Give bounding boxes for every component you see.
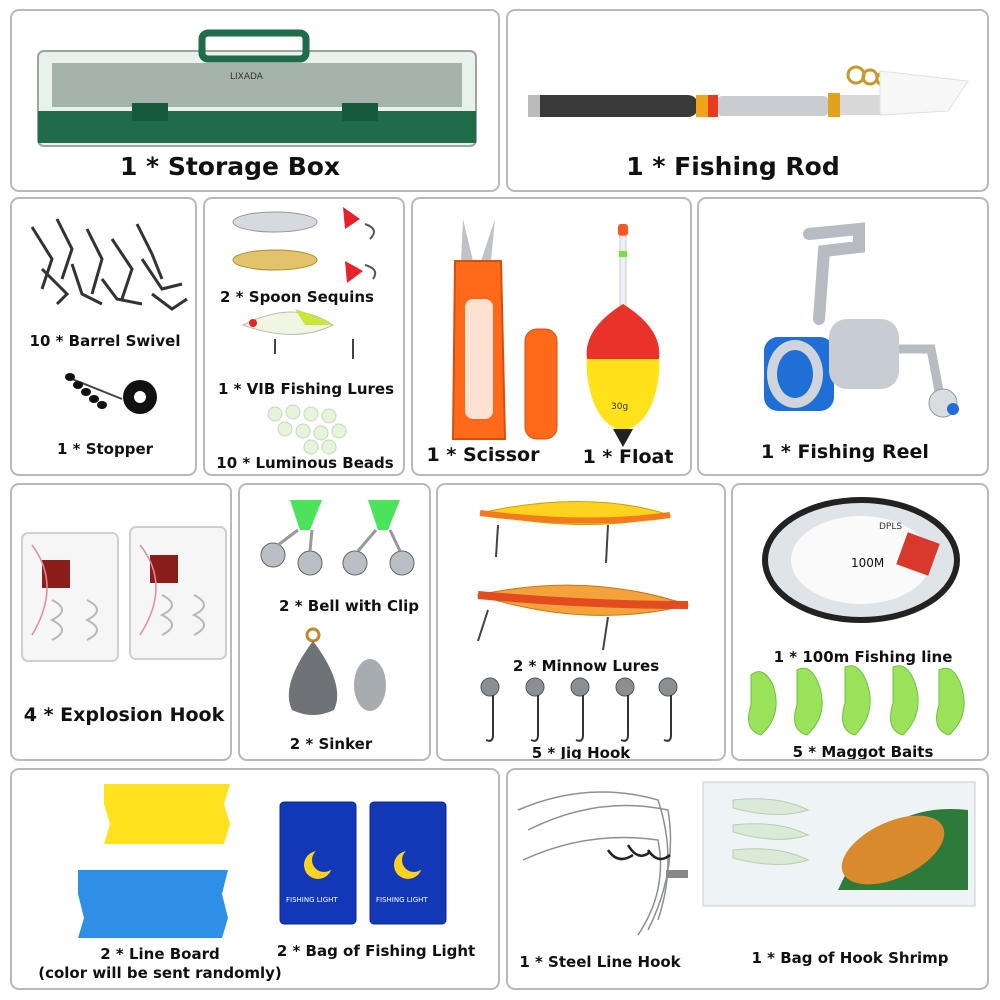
scissor-image (451, 219, 558, 440)
barrel-swivel-image (30, 218, 188, 311)
line-board-note: (color will be sent randomly) (38, 964, 282, 982)
steel-shrimp-panel: 1 * Steel Line Hook 1 * Bag of Hook Shri… (506, 768, 989, 990)
fishing-line-label: 1 * 100m Fishing line (773, 648, 953, 666)
jig-hook-image (480, 677, 678, 742)
scissor-label: 1 * Scissor (426, 444, 540, 466)
light-text-left: FISHING LIGHT (286, 896, 338, 904)
fishing-reel-panel: 1 * Fishing Reel (697, 197, 989, 476)
hook-shrimp-label: 1 * Bag of Hook Shrimp (751, 949, 949, 967)
storage-box-panel: LIXADA 1 * Storage Box (10, 9, 500, 192)
minnow-lures-label: 2 * Minnow Lures (512, 657, 660, 675)
hook-shrimp-image (702, 781, 976, 907)
sinker-image (288, 627, 386, 715)
line-brand-text: DPLS (879, 522, 902, 532)
vib-lure-image (241, 309, 354, 359)
maggot-baits-image (748, 665, 965, 736)
board-light-panel: 2 * Line Board (color will be sent rando… (10, 768, 500, 990)
line-maggot-panel: 100M DPLS 1 * 100m Fishing line 5 * Magg… (731, 483, 989, 761)
float-weight-text: 30g (611, 402, 628, 412)
luminous-beads-image (267, 404, 347, 455)
steel-line-hook-label: 1 * Steel Line Hook (519, 953, 681, 971)
line-board-label: 2 * Line Board (100, 945, 220, 963)
fishing-reel-label: 1 * Fishing Reel (761, 441, 929, 463)
float-label: 1 * Float (582, 446, 674, 468)
scissor-float-panel: 1 * Scissor 30g 1 * Float (411, 197, 692, 476)
line-board-image (78, 784, 230, 938)
explosion-hook-panel: 4 * Explosion Hook (10, 483, 232, 761)
fishing-light-image: FISHING LIGHT FISHING LIGHT (279, 801, 447, 925)
sinker-label: 2 * Sinker (289, 735, 373, 753)
line-spool-text: 100M (851, 556, 884, 570)
light-text-right: FISHING LIGHT (376, 896, 428, 904)
explosion-hook-label: 4 * Explosion Hook (23, 704, 225, 726)
bell-clip-label: 2 * Bell with Clip (279, 597, 419, 615)
luminous-beads-label: 10 * Luminous Beads (216, 454, 394, 472)
fishing-rod-label: 1 * Fishing Rod (626, 152, 840, 181)
stopper-image (65, 373, 157, 414)
bell-sinker-panel: 2 * Bell with Clip 2 * Sinker (238, 483, 431, 761)
explosion-hook-image (21, 526, 227, 662)
fishing-rod-panel: 1 * Fishing Rod (506, 9, 989, 192)
swivel-stopper-panel: 10 * Barrel Swivel 1 * Stopper (10, 197, 197, 476)
stopper-label: 1 * Stopper (56, 440, 154, 458)
maggot-baits-label: 5 * Maggot Baits (792, 743, 934, 761)
spoon-sequins-image (232, 207, 377, 283)
bell-clip-image (260, 500, 415, 576)
vib-lures-label: 1 * VIB Fishing Lures (217, 380, 395, 398)
box-brand-text: LIXADA (230, 72, 264, 82)
minnow-jig-panel: 2 * Minnow Lures 5 * Jig Hook (436, 483, 726, 761)
fishing-rod-image (528, 65, 969, 117)
float-image: 30g (586, 224, 660, 447)
storage-box-image: LIXADA (37, 29, 477, 147)
jig-hook-label: 5 * Jig Hook (531, 744, 631, 761)
barrel-swivel-label: 10 * Barrel Swivel (29, 332, 181, 350)
storage-box-label: 1 * Storage Box (119, 152, 341, 181)
spoon-sequins-label: 2 * Spoon Sequins (220, 288, 374, 306)
fishing-light-label: 2 * Bag of Fishing Light (276, 942, 476, 960)
fishing-line-image: 100M DPLS (762, 497, 960, 623)
lures-beads-panel: 2 * Spoon Sequins 1 * VIB Fishing Lures … (203, 197, 405, 476)
fishing-reel-image (764, 222, 959, 418)
minnow-lures-image (476, 501, 690, 651)
steel-line-hook-image (517, 791, 688, 936)
